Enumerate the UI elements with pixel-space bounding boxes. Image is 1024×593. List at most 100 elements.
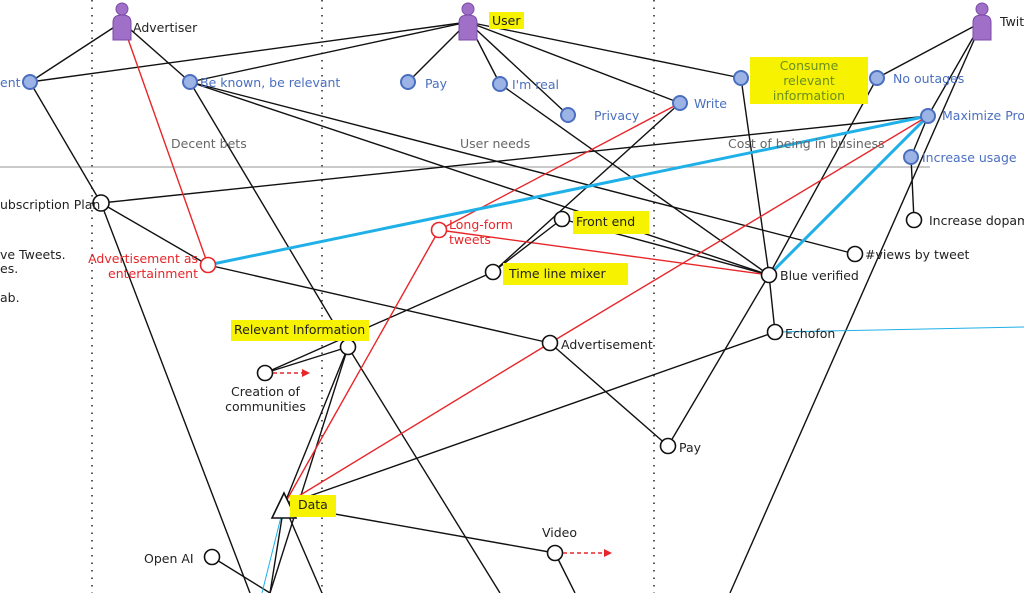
edge [189, 81, 856, 255]
axis-cost: Cost of being in business [728, 136, 885, 151]
edge [29, 81, 102, 204]
need-node[interactable] [560, 107, 576, 123]
component-node[interactable] [553, 210, 571, 228]
component-communities: Creation of communities [225, 384, 306, 414]
component-ad-entertainment: Advertisement as entertainment [88, 251, 198, 281]
component-node[interactable] [541, 334, 559, 352]
need-node[interactable] [22, 74, 38, 90]
component-node[interactable] [846, 245, 864, 263]
edge [29, 21, 469, 83]
side-note-1: ve Tweets. [0, 247, 66, 262]
edge [876, 21, 983, 79]
component-node[interactable] [659, 437, 677, 455]
actor-body-icon [458, 14, 478, 41]
edge [189, 81, 770, 276]
actor-twitter-label: Twit [1000, 14, 1024, 29]
component-open-ai: Open AI [144, 551, 194, 566]
component-node[interactable] [766, 323, 784, 341]
need-no-outages: No outages [893, 71, 965, 86]
axis-user-needs: User needs [460, 136, 531, 151]
component-node[interactable] [203, 548, 221, 566]
edge [100, 115, 929, 204]
component-timeline-mixer: Time line mixer [503, 263, 628, 285]
edge [189, 81, 349, 348]
edge [467, 21, 742, 79]
edge [211, 556, 271, 593]
edge [283, 229, 440, 506]
need-write: Write [694, 96, 728, 111]
need-node[interactable] [733, 70, 749, 86]
edge [407, 21, 469, 83]
edge [667, 274, 770, 447]
arrowhead-icon [604, 549, 612, 557]
need-node[interactable] [920, 108, 936, 124]
need-node[interactable] [400, 74, 416, 90]
component-long-form: Long-form tweets [449, 217, 513, 247]
edge [499, 83, 770, 276]
edge [740, 77, 770, 276]
edge [207, 114, 929, 267]
component-node[interactable] [484, 263, 502, 281]
need-be-known: Be known, be relevant [200, 75, 341, 90]
edge [283, 504, 323, 593]
component-increase-dopamine: Increase dopam [929, 213, 1024, 228]
need-increase-usage: Increase usage [922, 150, 1017, 165]
axis-decent-bets: Decent bets [171, 136, 247, 151]
component-relevant-info: Relevant Information [231, 320, 370, 341]
edge [100, 202, 251, 593]
edge [29, 21, 123, 83]
component-node[interactable] [92, 194, 110, 212]
component-node[interactable] [256, 364, 274, 382]
actor-head-icon [975, 2, 989, 16]
edge [121, 21, 191, 83]
edge [729, 21, 983, 593]
edge [549, 342, 669, 447]
edges [29, 21, 1024, 593]
need-node[interactable] [492, 76, 508, 92]
edge [264, 271, 494, 374]
edge [549, 115, 929, 344]
edge [189, 21, 469, 83]
actor-body-icon [112, 14, 132, 41]
edge [264, 346, 349, 374]
need-maximize: Maximize Pro [942, 108, 1024, 123]
nodes [22, 2, 992, 566]
component-advertisement: Advertisement [561, 337, 653, 352]
component-views-by-tweet: #views by tweet [865, 247, 970, 262]
edge [767, 114, 930, 277]
component-node[interactable] [199, 256, 217, 274]
evolution-dividers [0, 0, 930, 593]
component-blue-verified: Blue verified [780, 268, 859, 283]
component-node[interactable] [339, 338, 357, 356]
need-node[interactable] [869, 70, 885, 86]
edge [768, 77, 878, 276]
component-node[interactable] [760, 266, 778, 284]
side-note-3: ab. [0, 290, 20, 305]
edge [283, 342, 551, 506]
edge [467, 21, 569, 116]
edge [121, 21, 209, 266]
need-node[interactable] [182, 74, 198, 90]
component-node[interactable] [430, 221, 448, 239]
need-node[interactable] [672, 95, 688, 111]
edge [269, 346, 349, 593]
component-echofon: Echofon [785, 326, 836, 341]
edge [347, 346, 501, 593]
component-node[interactable] [546, 544, 564, 562]
edge [283, 331, 776, 506]
need-privacy: Privacy [594, 108, 640, 123]
component-pay: Pay [679, 440, 702, 455]
edge [100, 202, 209, 266]
actor-head-icon [461, 2, 475, 16]
edge [467, 21, 681, 104]
need-node[interactable] [903, 149, 919, 165]
need-pay: Pay [425, 76, 448, 91]
actor-user-label: User [489, 12, 524, 29]
arrowhead-icon [302, 369, 310, 377]
component-subscription: ubscription Plan [0, 197, 101, 212]
component-front-end: Front end [573, 211, 650, 234]
component-node[interactable] [905, 211, 923, 229]
need-im-real: I'm real [512, 77, 559, 92]
